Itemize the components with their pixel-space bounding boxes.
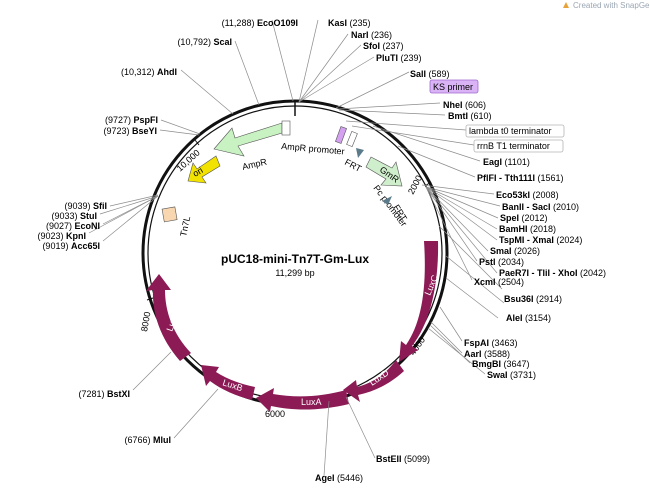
tn7l-label: Tn7L xyxy=(178,215,192,237)
brand-text: Created with SnapGene® xyxy=(573,1,650,10)
site-acc65i: (9019) Acc65I xyxy=(42,241,100,251)
ks-primer-tag: KS primer xyxy=(429,79,479,94)
site-agei: AgeI (5446) xyxy=(315,473,363,483)
site-pflfi: PflFI - Tth111I (1561) xyxy=(477,173,564,183)
site-bamhi: BamHI (2018) xyxy=(499,224,556,234)
feature-ori: ori xyxy=(187,155,221,184)
frt-arrow-1 xyxy=(356,148,364,158)
ori-label: ori xyxy=(191,165,205,179)
ampr-label: AmpR xyxy=(241,156,268,171)
ks-primer-label: KS primer xyxy=(433,82,473,92)
site-psti: PstI (2034) xyxy=(479,257,524,267)
snapgene-logo-icon xyxy=(563,2,569,8)
site-bmgbi: BmgBI (3647) xyxy=(472,359,530,369)
site-stui: (9033) StuI xyxy=(51,211,97,221)
ampr-promoter-box xyxy=(281,120,291,136)
rrnb-t1-label: rrnB T1 terminator xyxy=(477,141,550,151)
site-bseyi: (9723) BseYI xyxy=(103,126,157,136)
site-bstxi: (7281) BstXI xyxy=(78,389,130,399)
site-sfoi: SfoI (237) xyxy=(363,41,404,51)
site-bsteii: BstEII (5099) xyxy=(376,454,430,464)
site-spei: SpeI (2012) xyxy=(500,213,548,223)
site-aari: AarI (3588) xyxy=(464,349,510,359)
leader-lines-right xyxy=(298,19,505,477)
site-econi: (9027) EcoNI xyxy=(46,221,100,231)
site-eco53ki: Eco53kI (2008) xyxy=(496,190,559,200)
site-sfii: (9039) SfiI xyxy=(64,201,107,211)
tick-label-6000: 6000 xyxy=(265,409,285,419)
site-sali: SalI (589) xyxy=(410,69,450,79)
site-nhei: NheI (606) xyxy=(443,100,486,110)
luxa-label: LuxA xyxy=(301,397,322,407)
site-ahdi: (10,312) AhdI xyxy=(121,67,177,77)
site-pspfi: (9727) PspFI xyxy=(105,115,158,125)
feature-luxe: LuxE xyxy=(146,274,191,361)
frt-arrow-2 xyxy=(382,196,392,205)
site-fspai: FspAI (3463) xyxy=(464,338,518,348)
feature-luxb: LuxB xyxy=(201,365,255,400)
site-mlui: (6766) MluI xyxy=(124,435,171,445)
feature-luxa: LuxA xyxy=(256,388,349,412)
site-bsu36i: Bsu36I (2914) xyxy=(504,294,562,304)
site-nari: NarI (236) xyxy=(351,30,392,40)
pc-promoter-label: Pc promoter xyxy=(371,183,408,228)
site-paer7i-tlii-xhoi: PaeR7I - TliI - XhoI (2042) xyxy=(499,268,606,278)
tick-label-8000: 8000 xyxy=(139,311,152,332)
feature-gmr: GmR Pc promoter FRT xyxy=(365,156,409,228)
site-smai: SmaI (2026) xyxy=(490,246,540,256)
leader-lines-left xyxy=(88,19,294,439)
site-swai: SwaI (3731) xyxy=(487,370,536,380)
site-xcmi: XcmI (2504) xyxy=(474,277,524,287)
site-eagi: EagI (1101) xyxy=(483,157,530,167)
lambda-t0-label: lambda t0 terminator xyxy=(469,126,552,136)
plasmid-length: 11,299 bp xyxy=(275,268,314,278)
site-alei: AleI (3154) xyxy=(506,313,551,323)
feature-tn7l: Tn7L xyxy=(161,206,192,237)
site-ecoo109i: (11,288) EcoO109I xyxy=(222,18,298,28)
site-kpni: (9023) KpnI xyxy=(37,231,86,241)
site-bmti: BmtI (610) xyxy=(448,111,492,121)
tick-label-2000: 2000 xyxy=(406,174,424,196)
ampr-promoter-label: AmpR promoter xyxy=(281,141,345,156)
site-banii-saci: BanII - SacI (2010) xyxy=(502,202,579,212)
site-pluti: PluTI (239) xyxy=(376,53,422,63)
frt-label-1: FRT xyxy=(343,157,363,174)
feature-ampr: AmpR AmpR promoter xyxy=(213,120,345,172)
site-scai: (10,792) ScaI xyxy=(177,37,232,47)
lambda-t0-tag: lambda t0 terminator xyxy=(465,124,565,138)
snapgene-brand: Created with SnapGene® xyxy=(563,1,650,10)
rrnb-t1-tag: rrnB T1 terminator xyxy=(473,139,564,153)
feature-luxd: LuxD xyxy=(343,360,404,402)
site-tspmi-xmai: TspMI - XmaI (2024) xyxy=(499,235,582,245)
site-kasi: KasI (235) xyxy=(328,18,371,28)
plasmid-name: pUC18-mini-Tn7T-Gm-Lux xyxy=(221,252,369,266)
